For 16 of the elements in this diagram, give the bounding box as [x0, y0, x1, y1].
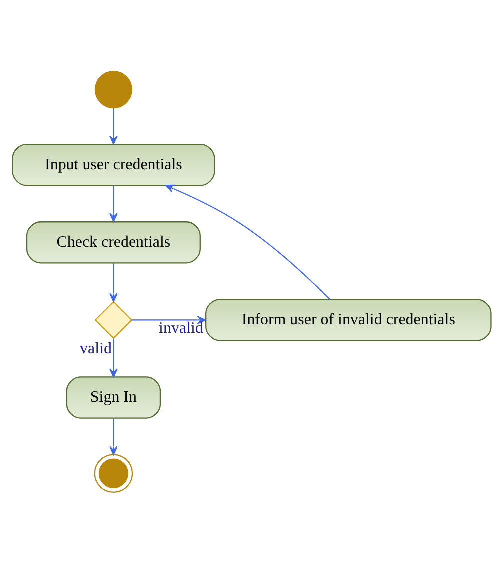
arrow	[110, 418, 118, 456]
arrow	[165, 184, 330, 300]
node-box: Inform user of invalid credentials	[206, 299, 492, 342]
arrow	[110, 338, 118, 378]
node-box: Input user credentials	[12, 144, 216, 186]
node-box: Check credentials	[26, 222, 201, 264]
node-box: Sign In	[66, 376, 162, 419]
edge-label: invalid	[159, 320, 204, 337]
arrow	[110, 264, 118, 302]
node-doublecircle	[94, 454, 134, 493]
arrow	[110, 186, 118, 222]
arrow	[132, 316, 206, 324]
edge-label: valid	[80, 340, 112, 358]
node-circle	[94, 71, 133, 109]
node-diamond	[94, 301, 133, 340]
arrow	[110, 108, 118, 145]
